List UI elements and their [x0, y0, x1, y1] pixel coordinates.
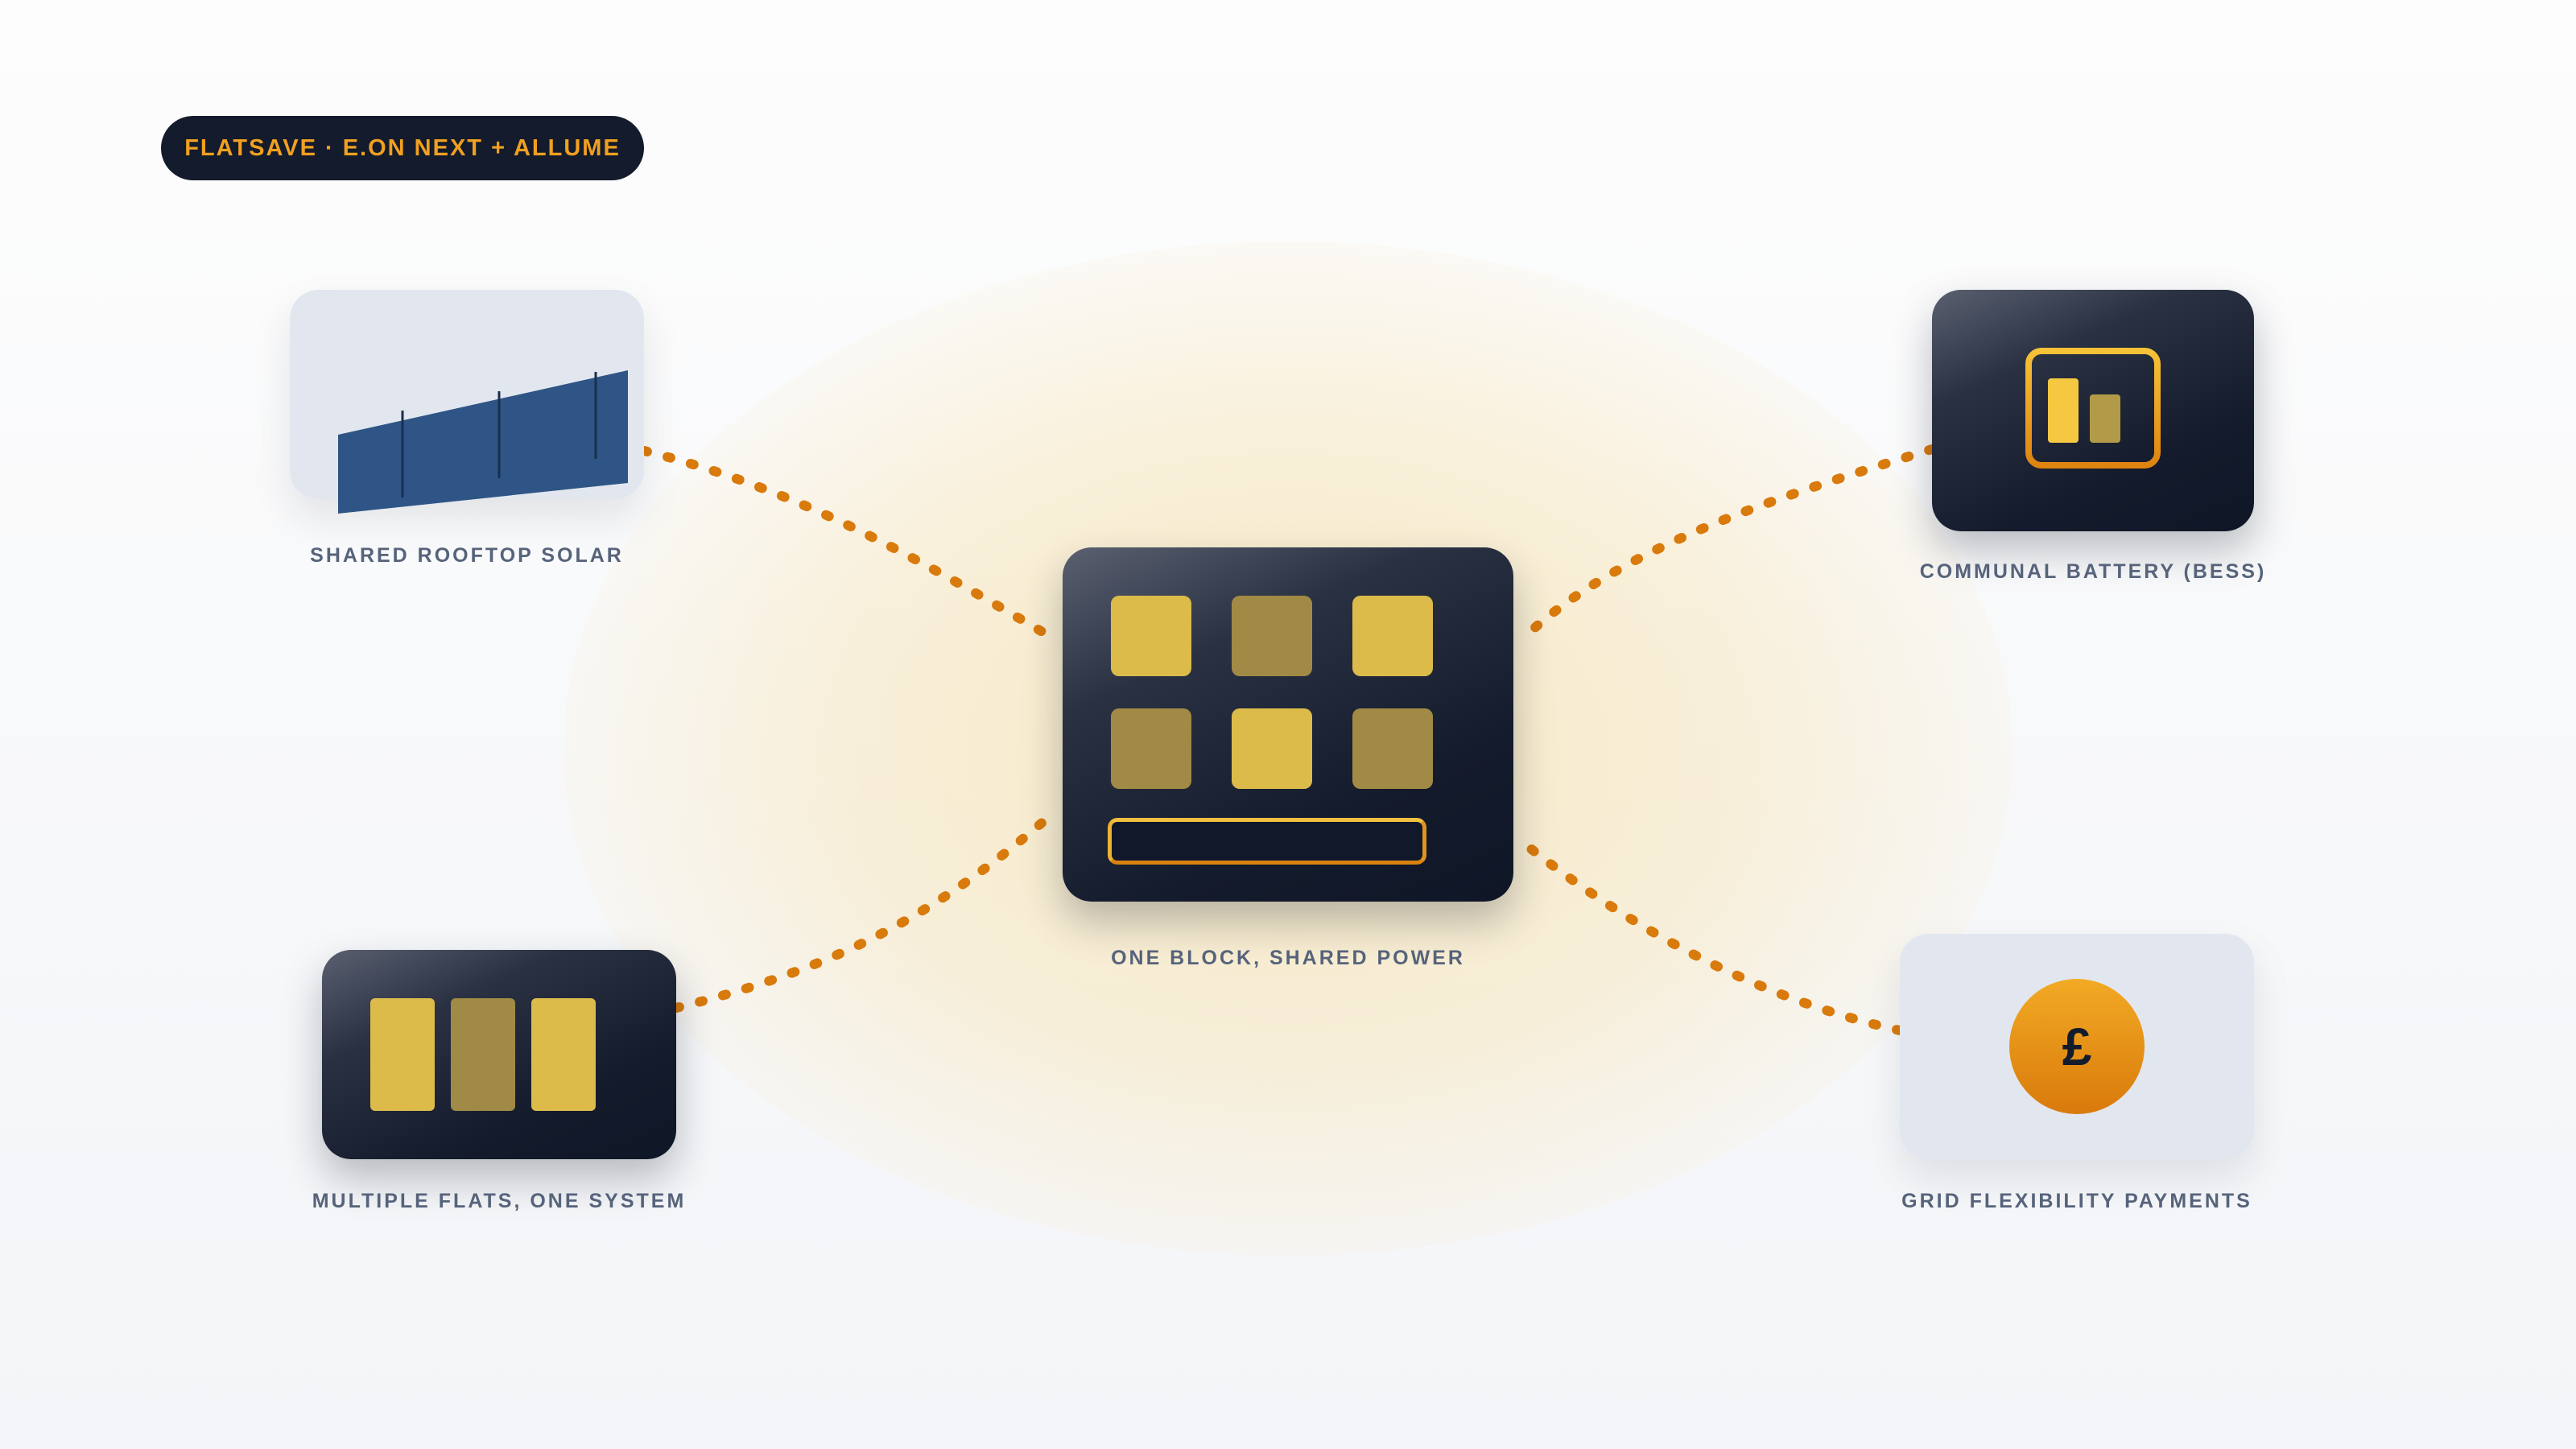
- building-window: [1111, 708, 1191, 789]
- connector-solar-hub: [639, 446, 1061, 645]
- connector-flats-hub: [671, 810, 1056, 1013]
- flats-card: [322, 950, 676, 1159]
- building-window: [1352, 708, 1433, 789]
- building-window: [1111, 596, 1191, 676]
- flat-bar: [370, 998, 435, 1111]
- flats-label: MULTIPLE FLATS, ONE SYSTEM: [312, 1190, 687, 1212]
- solar-card: [290, 290, 644, 514]
- payments-label: GRID FLEXIBILITY PAYMENTS: [1901, 1190, 2252, 1212]
- hub-card: [1063, 547, 1513, 902]
- solar-label: SHARED ROOFTOP SOLAR: [310, 544, 624, 567]
- connector-payments-hub: [1517, 836, 1905, 1035]
- battery-icon: [2025, 348, 2161, 469]
- flat-bar: [451, 998, 515, 1111]
- building-window: [1232, 708, 1312, 789]
- building-window: [1352, 596, 1433, 676]
- building-window: [1232, 596, 1312, 676]
- flat-bar: [531, 998, 596, 1111]
- connector-battery-hub: [1517, 444, 1937, 645]
- brand-badge: FLATSAVE · E.ON NEXT + ALLUME: [161, 116, 644, 180]
- battery-card: [1932, 290, 2254, 531]
- pound-coin-icon: £: [2009, 979, 2145, 1114]
- hub-label: ONE BLOCK, SHARED POWER: [1111, 947, 1465, 969]
- solar-panel-icon: [338, 370, 628, 514]
- battery-label: COMMUNAL BATTERY (BESS): [1919, 560, 2267, 583]
- building-base: [1108, 818, 1426, 865]
